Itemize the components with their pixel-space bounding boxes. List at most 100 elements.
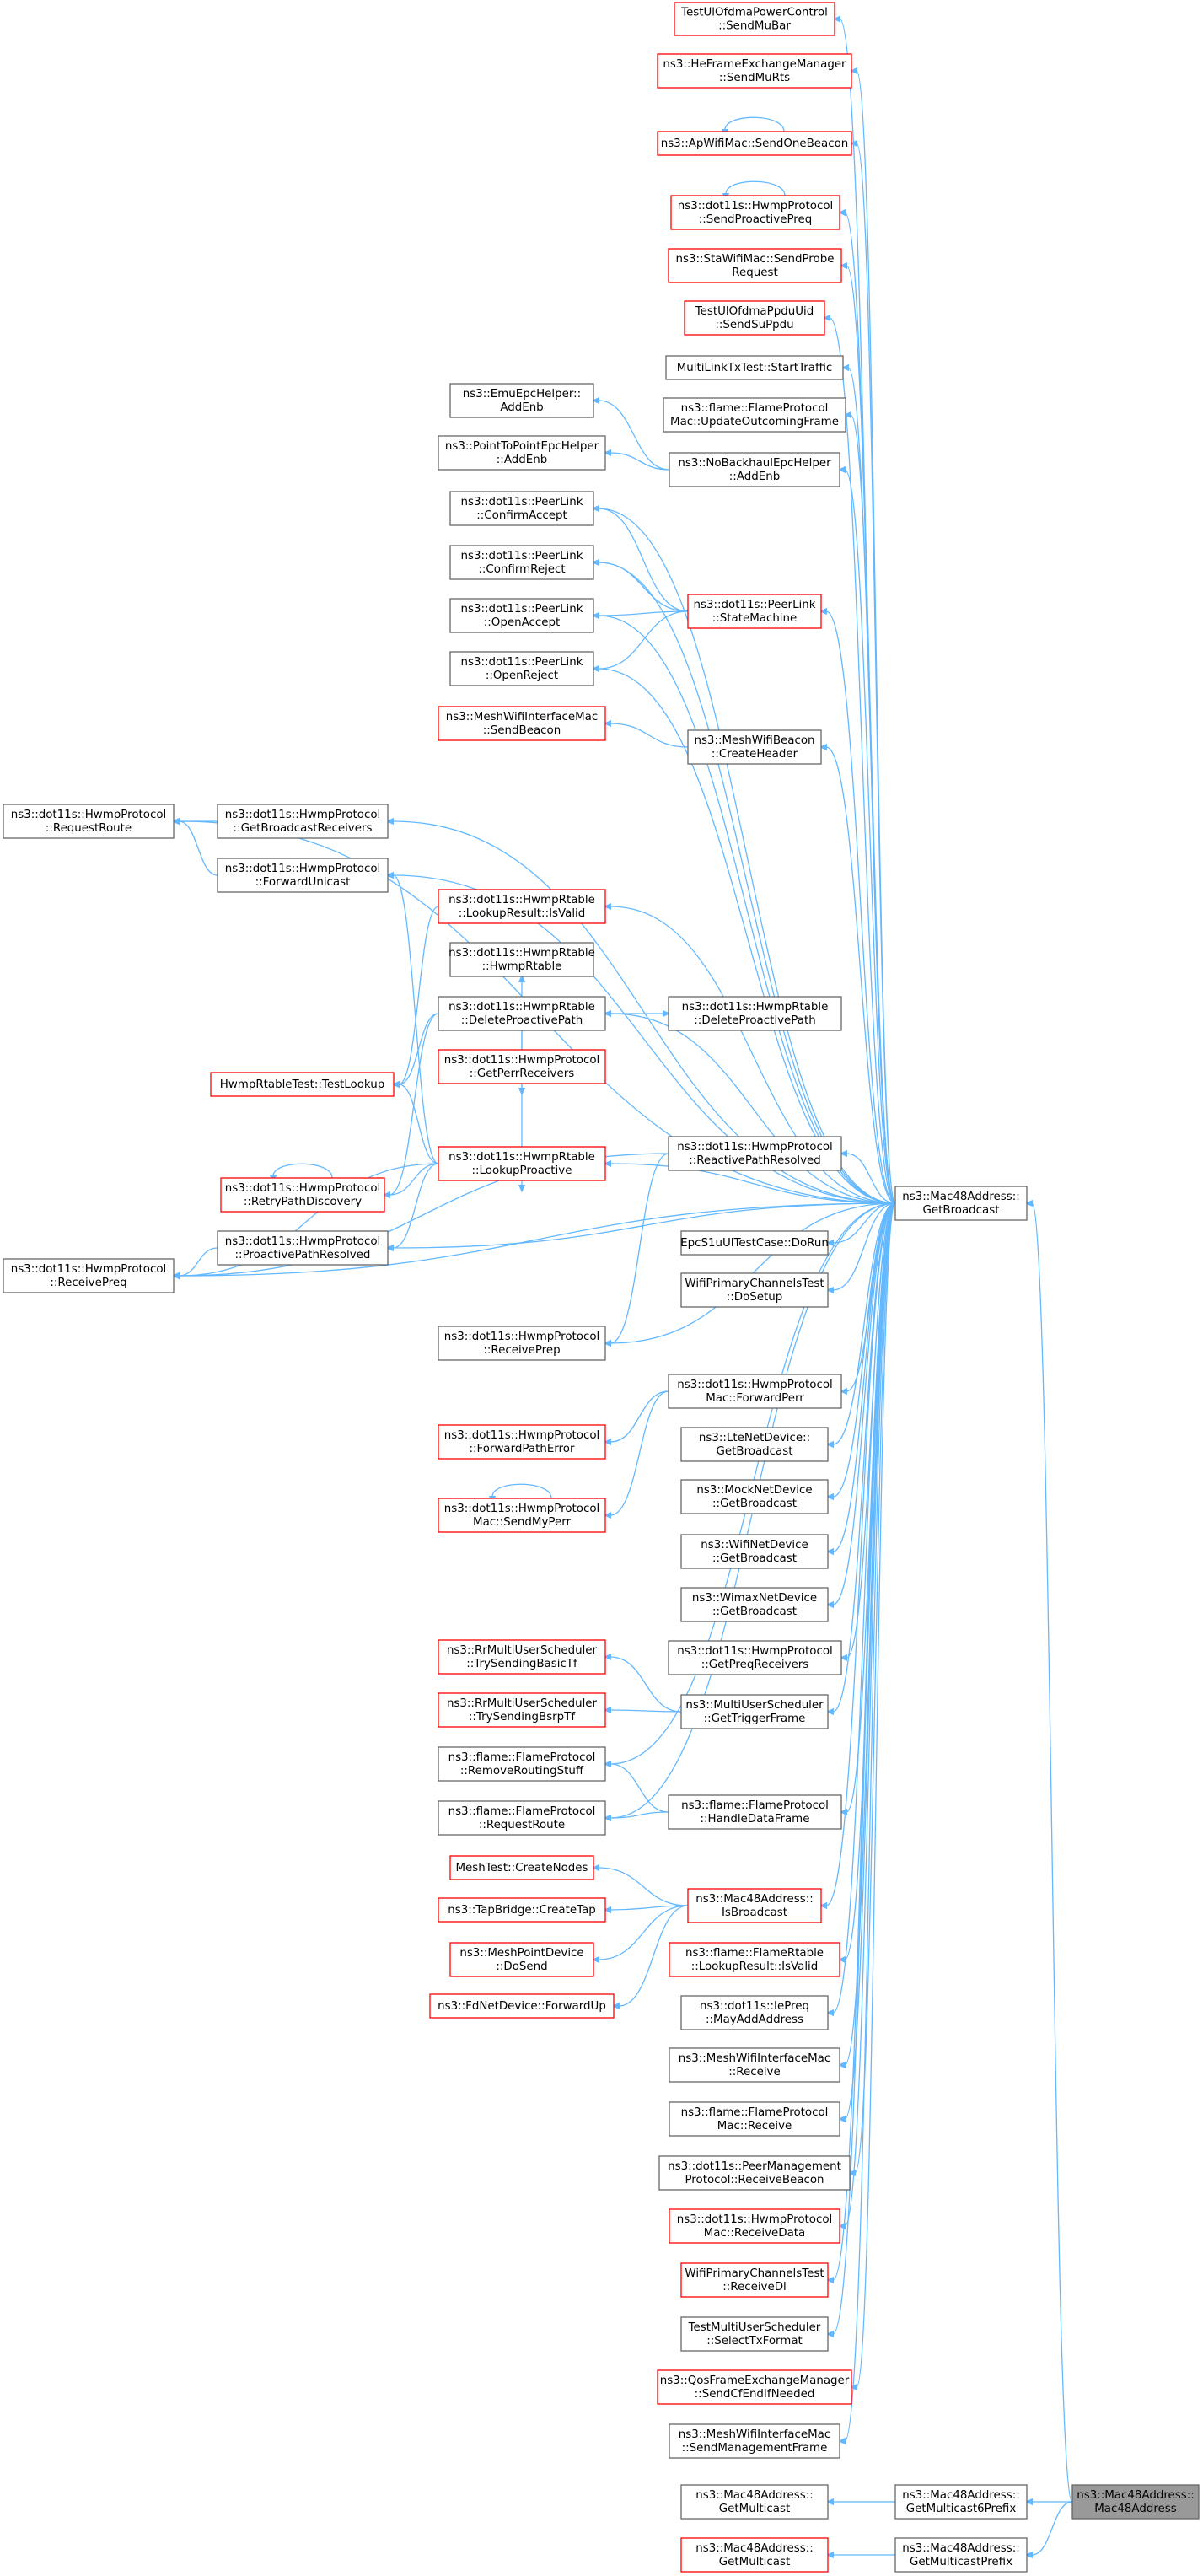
graph-node[interactable]: ns3::flame::FlameProtocolMac::UpdateOutc… bbox=[663, 397, 846, 433]
node-box bbox=[449, 383, 594, 418]
graph-node[interactable]: ns3::RrMultiUserScheduler::TrySendingBsr… bbox=[438, 1692, 606, 1728]
graph-node[interactable]: ns3::QosFrameExchangeManager::SendCfEndI… bbox=[657, 2369, 852, 2405]
graph-node[interactable]: ns3::dot11s::HwmpProtocol::ForwardPathEr… bbox=[438, 1424, 606, 1460]
graph-node[interactable]: ns3::flame::FlameProtocol::RequestRoute bbox=[438, 1800, 606, 1836]
graph-node[interactable]: ns3::dot11s::HwmpRtable::DeleteProactive… bbox=[668, 996, 842, 1031]
graph-node[interactable]: ns3::flame::FlameProtocol::RemoveRouting… bbox=[438, 1746, 606, 1782]
graph-node[interactable]: ns3::NoBackhaulEpcHelper::AddEnb bbox=[669, 452, 840, 487]
graph-node[interactable]: ns3::FdNetDevice::ForwardUp bbox=[429, 1993, 615, 2019]
call-edges bbox=[171, 15, 1073, 2559]
graph-node[interactable]: ns3::dot11s::PeerLink::OpenAccept bbox=[449, 598, 594, 633]
graph-node[interactable]: ns3::dot11s::HwmpRtable::LookupResult::I… bbox=[438, 889, 606, 924]
graph-node[interactable]: ns3::dot11s::HwmpProtocol::SendProactive… bbox=[670, 195, 840, 230]
node-label: ns3::flame::FlameRtable bbox=[685, 1947, 824, 1960]
node-label: ns3::dot11s::HwmpProtocol bbox=[225, 1182, 381, 1195]
graph-node[interactable]: ns3::dot11s::HwmpProtocolMac::ForwardPer… bbox=[668, 1374, 842, 1409]
graph-node[interactable]: ns3::Mac48Address::GetBroadcast bbox=[894, 1186, 1028, 1221]
graph-node[interactable]: WifiPrimaryChannelsTest::DoSetup bbox=[680, 1272, 829, 1308]
node-box bbox=[217, 804, 389, 839]
node-box bbox=[687, 729, 822, 765]
graph-node[interactable]: ns3::flame::FlameRtable::LookupResult::I… bbox=[669, 1942, 840, 1977]
node-box bbox=[680, 1479, 829, 1514]
graph-node[interactable]: ns3::dot11s::PeerLink::StateMachine bbox=[687, 594, 822, 629]
node-box bbox=[220, 1177, 385, 1213]
graph-node[interactable]: ns3::HeFrameExchangeManager::SendMuRts bbox=[657, 53, 852, 89]
graph-node[interactable]: ns3::dot11s::HwmpProtocol::ReceivePreq bbox=[3, 1258, 175, 1293]
node-box bbox=[669, 2423, 840, 2459]
graph-node[interactable]: ns3::dot11s::HwmpProtocol::RequestRoute bbox=[3, 804, 175, 839]
call-edge bbox=[837, 1202, 896, 2123]
graph-node[interactable]: ns3::Mac48Address::GetMulticast bbox=[680, 2484, 829, 2520]
graph-node[interactable]: ns3::ApWifiMac::SendOneBeacon bbox=[657, 131, 852, 156]
node-box bbox=[669, 2208, 840, 2244]
graph-node[interactable]: EpcS1uUlTestCase::DoRun bbox=[680, 1230, 829, 1256]
graph-node[interactable]: ns3::Mac48Address::GetMulticast6Prefix bbox=[894, 2484, 1028, 2520]
graph-node[interactable]: ns3::dot11s::HwmpProtocol::GetPerrReceiv… bbox=[438, 1049, 606, 1084]
node-label: ns3::WimaxNetDevice bbox=[692, 1592, 817, 1605]
graph-node[interactable]: ns3::Mac48Address::GetMulticastPrefix bbox=[894, 2537, 1028, 2573]
node-label: ns3::dot11s::HwmpProtocol bbox=[677, 1379, 833, 1391]
node-label: ::DeleteProactivePath bbox=[461, 1014, 583, 1027]
call-edge bbox=[391, 906, 439, 1089]
node-label: AddEnb bbox=[500, 401, 543, 414]
graph-node[interactable]: ns3::dot11s::HwmpProtocol::ReactivePathR… bbox=[668, 1136, 842, 1171]
node-label: ::RequestRoute bbox=[46, 822, 132, 835]
node-label: ::GetBroadcast bbox=[712, 1605, 797, 1618]
graph-node[interactable]: ns3::dot11s::PeerLink::ConfirmReject bbox=[449, 545, 594, 580]
graph-node[interactable]: ns3::Mac48Address::GetMulticast bbox=[680, 2537, 829, 2573]
graph-node[interactable]: ns3::RrMultiUserScheduler::TrySendingBas… bbox=[438, 1639, 606, 1675]
call-edge bbox=[603, 1009, 896, 1204]
graph-node[interactable]: ns3::dot11s::HwmpProtocol::GetPreqReceiv… bbox=[668, 1640, 842, 1675]
node-box bbox=[668, 1136, 842, 1171]
graph-node[interactable]: TestUlOfdmaPowerControl::SendMuBar bbox=[674, 2, 835, 36]
node-label: GetBroadcast bbox=[923, 1204, 1000, 1217]
graph-node[interactable]: ns3::dot11s::HwmpProtocol::ForwardUnicas… bbox=[217, 858, 389, 893]
graph-node[interactable]: ns3::dot11s::HwmpRtable::HwmpRtable bbox=[448, 942, 595, 977]
node-box bbox=[663, 397, 846, 433]
graph-node[interactable]: ns3::WifiNetDevice::GetBroadcast bbox=[680, 1534, 829, 1569]
node-label: ns3::NoBackhaulEpcHelper bbox=[678, 457, 831, 470]
graph-node[interactable]: ns3::PointToPointEpcHelper::AddEnb bbox=[438, 435, 606, 471]
graph-node[interactable]: ns3::MockNetDevice::GetBroadcast bbox=[680, 1479, 829, 1514]
node-label: ns3::MeshWifiBeacon bbox=[694, 734, 814, 747]
graph-node[interactable]: MultiLinkTxTest::StartTraffic bbox=[665, 355, 844, 380]
graph-node[interactable]: ns3::EmuEpcHelper::AddEnb bbox=[449, 383, 594, 418]
graph-node[interactable]: ns3::MeshWifiInterfaceMac::Receive bbox=[669, 2047, 840, 2083]
graph-node[interactable]: ns3::dot11s::PeerManagementProtocol::Rec… bbox=[658, 2155, 851, 2191]
graph-node[interactable]: ns3::MultiUserScheduler::GetTriggerFrame bbox=[680, 1694, 829, 1729]
node-label: ::OpenReject bbox=[486, 670, 558, 682]
graph-node[interactable]: WifiPrimaryChannelsTest::ReceiveDl bbox=[680, 2262, 829, 2298]
graph-node[interactable]: ns3::LteNetDevice::GetBroadcast bbox=[680, 1427, 829, 1462]
node-label: ns3::dot11s::HwmpRtable bbox=[448, 894, 595, 906]
graph-node[interactable]: TestMultiUserScheduler::SelectTxFormat bbox=[680, 2316, 829, 2352]
graph-node[interactable]: ns3::dot11s::HwmpRtable::LookupProactive bbox=[438, 1146, 606, 1181]
node-box bbox=[669, 2047, 840, 2083]
graph-node[interactable]: ns3::dot11s::IePreq::MayAddAddress bbox=[680, 1995, 829, 2030]
graph-node[interactable]: ns3::flame::FlameProtocol::HandleDataFra… bbox=[668, 1794, 842, 1830]
graph-node[interactable]: ns3::dot11s::PeerLink::OpenReject bbox=[449, 651, 594, 686]
graph-node[interactable]: ns3::dot11s::HwmpProtocol::ReceivePrep bbox=[438, 1326, 606, 1361]
graph-node[interactable]: ns3::dot11s::HwmpRtable::DeleteProactive… bbox=[438, 996, 606, 1031]
graph-node[interactable]: MeshTest::CreateNodes bbox=[449, 1855, 594, 1880]
graph-node[interactable]: TestUlOfdmaPpduUid::SendSuPpdu bbox=[684, 300, 825, 336]
graph-node[interactable]: ns3::dot11s::HwmpProtocol::GetBroadcastR… bbox=[217, 804, 389, 839]
node-box bbox=[3, 1258, 175, 1293]
graph-node[interactable]: ns3::dot11s::PeerLink::ConfirmAccept bbox=[449, 491, 594, 526]
graph-node[interactable]: ns3::MeshWifiInterfaceMac::SendManagemen… bbox=[669, 2423, 840, 2459]
graph-node[interactable]: ns3::Mac48Address::IsBroadcast bbox=[687, 1888, 822, 1923]
graph-node[interactable]: ns3::MeshPointDevice::DoSend bbox=[449, 1942, 594, 1977]
graph-node[interactable]: ns3::dot11s::HwmpProtocol::ProactivePath… bbox=[217, 1230, 389, 1266]
graph-node[interactable]: ns3::TapBridge::CreateTap bbox=[438, 1897, 606, 1923]
graph-node[interactable]: ns3::MeshWifiBeacon::CreateHeader bbox=[687, 729, 822, 765]
node-box bbox=[680, 1694, 829, 1729]
graph-node[interactable]: ns3::dot11s::HwmpProtocolMac::ReceiveDat… bbox=[669, 2208, 840, 2244]
graph-node[interactable]: ns3::MeshWifiInterfaceMac::SendBeacon bbox=[438, 706, 606, 741]
call-edge bbox=[171, 1163, 439, 1280]
graph-node[interactable]: ns3::WimaxNetDevice::GetBroadcast bbox=[680, 1587, 829, 1622]
graph-node[interactable]: HwmpRtableTest::TestLookup bbox=[210, 1072, 395, 1097]
graph-node[interactable]: ns3::dot11s::HwmpProtocol::RetryPathDisc… bbox=[220, 1177, 385, 1213]
node-box bbox=[687, 594, 822, 629]
